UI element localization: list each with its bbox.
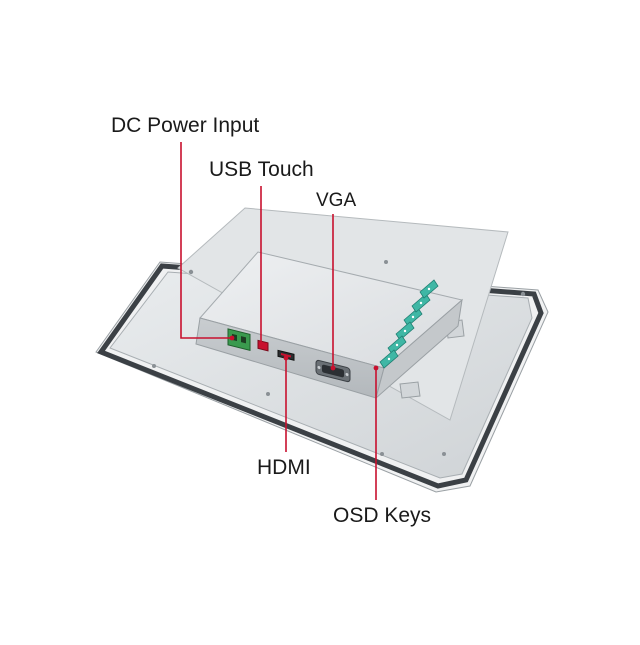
callout-dots [229, 335, 379, 371]
label-hdmi: HDMI [257, 456, 311, 479]
bottom-bracket [399, 381, 421, 399]
label-vga: VGA [316, 190, 357, 211]
bezel-gasket [97, 263, 544, 489]
label-osd-keys: OSD Keys [333, 504, 432, 527]
callout-dc-power [180, 142, 232, 339]
label-usb-touch: USB Touch [209, 158, 314, 181]
io-box-side [375, 298, 463, 400]
dc-power-connector [227, 328, 251, 351]
vga-port [315, 359, 351, 383]
osd-key-glyphs [387, 287, 431, 361]
callout-lines [180, 142, 377, 500]
label-dc-power-input: DC Power Input [111, 114, 260, 137]
